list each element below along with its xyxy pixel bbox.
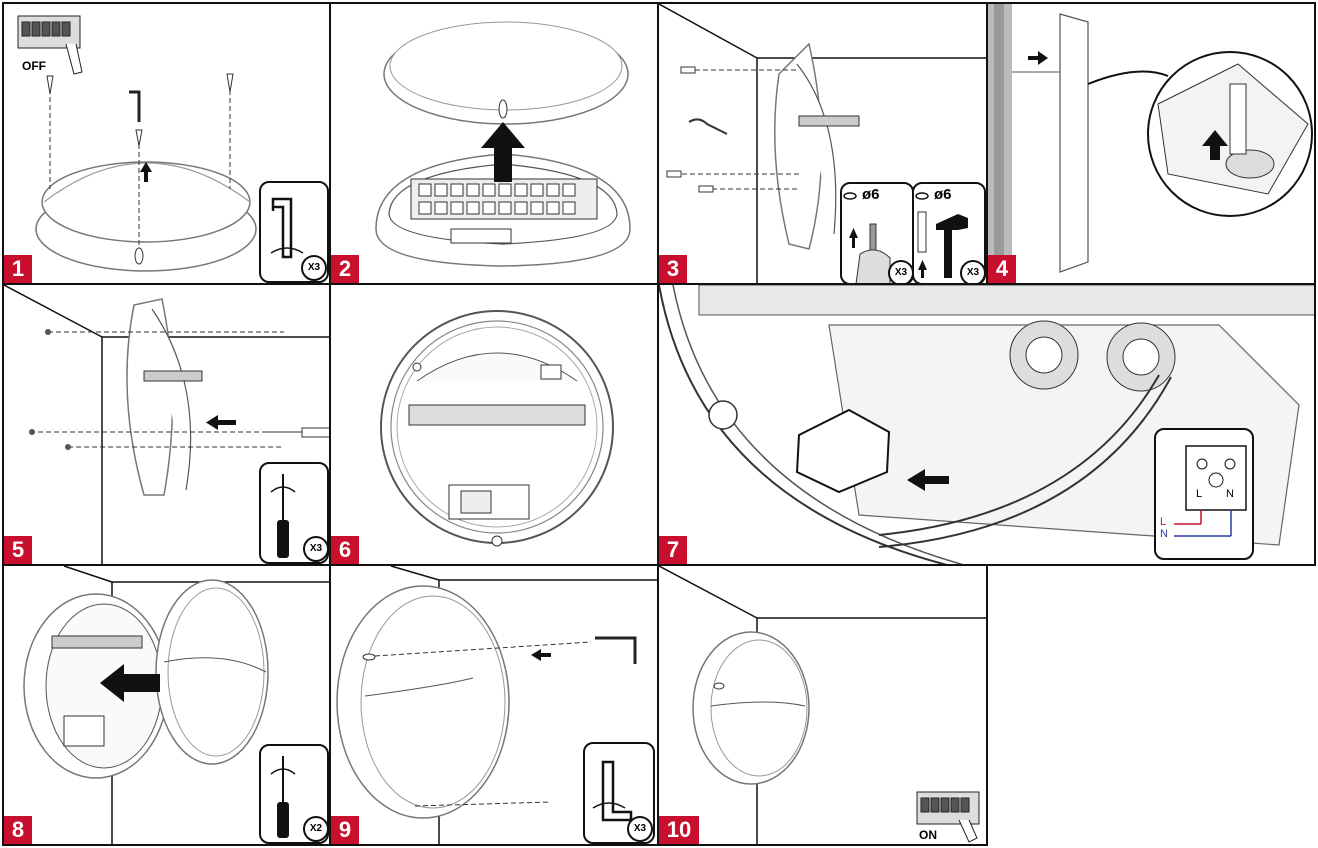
arrow-left-icon	[907, 469, 949, 491]
arrow-left-icon	[206, 415, 236, 430]
step-9-illustration	[336, 566, 657, 844]
step-3-panel: ø6 X3 ø6 X3 3	[657, 2, 988, 285]
step-1-panel: OFF X3 1	[2, 2, 331, 285]
tool-box-screwdriver: X2	[259, 744, 329, 844]
tool-box-screwdriver: X3	[259, 462, 329, 564]
screwdriver-icon	[270, 474, 296, 558]
terminal-label-L: L	[1196, 488, 1203, 500]
breaker-off-label: OFF	[22, 59, 46, 73]
drill-icon	[843, 192, 891, 283]
step-number: 7	[659, 536, 687, 564]
step-number: 2	[331, 255, 359, 283]
hex-key-icon	[270, 197, 304, 259]
step-4-panel: 4	[986, 2, 1316, 285]
step-2-illustration	[375, 21, 631, 267]
breaker-on-icon	[916, 791, 980, 843]
quantity-badge: X3	[627, 816, 653, 842]
terminal-detail-box: L N L N	[1154, 428, 1254, 560]
step-4-illustration	[988, 4, 1313, 283]
wire-label-L: L	[1160, 516, 1167, 528]
terminal-label-N: N	[1226, 488, 1234, 500]
screwdriver-icon	[264, 427, 329, 438]
hex-key-icon	[592, 760, 633, 822]
tool-box-drill: ø6 X3	[840, 182, 914, 283]
breaker-on-label: ON	[919, 828, 937, 842]
breaker-off-icon	[17, 15, 83, 75]
step-number: 10	[659, 816, 699, 844]
step-1-illustration	[17, 15, 257, 272]
arrow-left-icon	[531, 649, 551, 661]
plug-diameter-label: ø6	[934, 186, 952, 203]
arrow-left-icon	[100, 664, 160, 702]
step-number: 6	[331, 536, 359, 564]
tool-box-hammer: ø6 X3	[912, 182, 986, 283]
step-2-panel: 2	[329, 2, 659, 285]
step-10-illustration	[659, 566, 986, 844]
arrow-icon	[140, 162, 152, 182]
quantity-badge: X3	[303, 536, 329, 562]
tool-box-hex-key: X3	[259, 181, 329, 283]
step-number: 4	[988, 255, 1016, 283]
quantity-badge: X3	[888, 260, 914, 283]
step-5-panel: X3 5	[2, 283, 331, 566]
quantity-badge: X2	[303, 816, 329, 842]
hex-key-icon	[129, 90, 141, 122]
step-number: 1	[4, 255, 32, 283]
arrow-up-icon	[1202, 130, 1228, 160]
hex-key-icon	[688, 118, 728, 135]
step-10-panel: ON 10	[657, 564, 988, 846]
arrow-right-icon	[1028, 51, 1048, 65]
step-5-illustration	[4, 285, 329, 564]
tool-box-hex-key: X3	[583, 742, 655, 844]
step-6-illustration	[380, 310, 614, 547]
step-number: 3	[659, 255, 687, 283]
hex-key-icon	[595, 636, 637, 664]
step-7-panel: L N L N 7	[657, 283, 1316, 566]
step-8-panel: X2 8	[2, 564, 331, 846]
arrow-up-icon	[481, 122, 525, 182]
step-number: 5	[4, 536, 32, 564]
step-6-panel: 6	[329, 283, 659, 566]
drill-diameter-label: ø6	[862, 186, 880, 203]
hammer-icon	[915, 192, 968, 278]
wire-label-N: N	[1160, 528, 1168, 540]
step-3-illustration	[659, 4, 986, 283]
step-9-panel: X3 9	[329, 564, 659, 846]
quantity-badge: X3	[960, 260, 986, 283]
step-number: 8	[4, 816, 32, 844]
step-8-illustration	[23, 566, 329, 844]
screw-icon	[46, 73, 234, 147]
terminal-detail-illustration	[1174, 445, 1247, 537]
quantity-badge: X3	[301, 255, 327, 281]
step-number: 9	[331, 816, 359, 844]
screwdriver-icon	[270, 756, 296, 838]
